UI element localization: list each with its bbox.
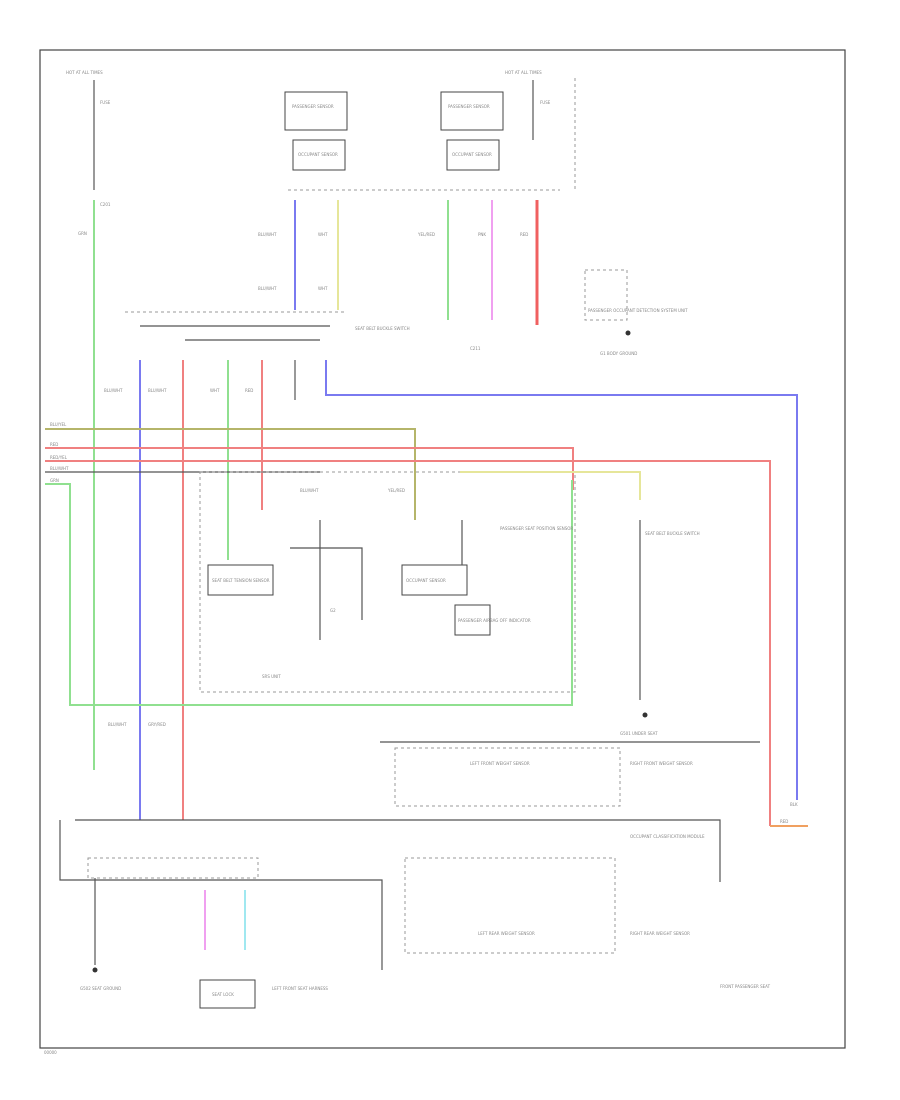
box-seat-unit (199, 979, 256, 1009)
box-tension-sensor (207, 564, 274, 596)
dash-seat-block (87, 857, 259, 879)
wire-mid-h (290, 547, 363, 620)
label-mid-block-right: SEAT BELT BUCKLE SWITCH (645, 531, 700, 536)
ground-lower-right (642, 712, 648, 718)
label-bottom-right: FRONT PASSENGER SEAT (720, 984, 771, 989)
label-fuse-right: FUSE (540, 100, 551, 105)
label-c211: C211 (470, 346, 481, 351)
label-right-block: PASSENGER OCCUPANT DETECTION SYSTEM UNIT (588, 308, 688, 313)
label-wire-blue-terminal: BLK (790, 802, 798, 807)
wire-blue-long (325, 360, 798, 800)
dash-rear-sensors (404, 857, 616, 954)
box-occupant-sensor-mid (401, 564, 468, 596)
label-wire-red-1: RED (520, 232, 528, 237)
label-bus-4: BLU/WHT (50, 466, 69, 471)
wire-yellow-mid (460, 471, 641, 500)
label-lower-ground: G501 UNDER SEAT (620, 731, 658, 736)
box-indicator (454, 604, 491, 636)
bus-wire-1 (45, 428, 416, 520)
label-ground-right: G1 BODY GROUND (600, 351, 637, 356)
label-srs-unit: SRS UNIT (262, 674, 281, 679)
label-wire-yel-2: YEL/RED (387, 488, 405, 493)
label-corner-tag: 00000 (44, 1050, 57, 1055)
label-wire-blu-6: BLU/WHT (108, 722, 127, 727)
label-mid-block: SEAT BELT BUCKLE SWITCH (355, 326, 410, 331)
label-wire-yel-1: YEL/RED (417, 232, 435, 237)
diagram-frame (39, 49, 846, 1049)
label-occupant-module: OCCUPANT CLASSIFICATION MODULE (630, 834, 705, 839)
label-c201: C201 (100, 202, 111, 207)
box-passenger-sensor-b (440, 91, 504, 131)
label-wire-pnk-1: PNK (478, 232, 486, 237)
label-wire-gry: GRY/RED (148, 722, 166, 727)
label-passenger-unit: PASSENGER SEAT POSITION SENSOR (500, 526, 573, 531)
label-wire-blu-1: BLU/WHT (258, 232, 277, 237)
box-occupant-sensor-a (292, 139, 346, 171)
label-wire-grn-left: GRN (78, 231, 87, 236)
label-box-b2: OCCUPANT SENSOR (452, 152, 492, 157)
label-wire-orange: RED (780, 819, 788, 824)
dash-srs-unit (199, 471, 576, 693)
label-seat-ground: G502 SEAT GROUND (80, 986, 121, 991)
label-ground-mid: G2 (330, 608, 336, 613)
bus-wire-2 (45, 447, 574, 490)
ground-seat (92, 967, 98, 973)
box-occupant-sensor-b (446, 139, 500, 171)
label-occ-sensor-mid: OCCUPANT SENSOR (406, 578, 446, 583)
label-box-a1: PASSENGER SENSOR (292, 104, 334, 109)
ground-right-top (625, 330, 631, 336)
label-wire-red-2: RED (245, 388, 253, 393)
label-seat-unit: SEAT LOCK (212, 992, 234, 997)
label-wire-blu-2: BLU/WHT (258, 286, 277, 291)
label-box-b1: PASSENGER SENSOR (448, 104, 490, 109)
label-wire-blu-3: BLU/WHT (104, 388, 123, 393)
wire-lower-left-box (59, 820, 383, 970)
label-bus-3: RED/YEL (50, 455, 68, 460)
wire-main-bus-lower (75, 819, 721, 882)
bus-wire-3 (45, 460, 771, 826)
label-wire-blu-5: BLU/WHT (300, 488, 319, 493)
dash-right-block (584, 269, 628, 321)
label-hot-left: HOT AT ALL TIMES (66, 70, 103, 75)
box-passenger-sensor-a (284, 91, 348, 131)
label-indicator: PASSENGER AIRBAG OFF INDICATOR (458, 618, 531, 623)
label-tension-sensor: SEAT BELT TENSION SENSOR (212, 578, 270, 583)
dash-front-sensors (394, 747, 621, 807)
label-wire-wht-2: WHT (318, 286, 328, 291)
label-left-rear-sensor: LEFT REAR WEIGHT SENSOR (478, 931, 535, 936)
label-lower-harness: LEFT FRONT SEAT HARNESS (272, 986, 328, 991)
bus-wire-5 (45, 480, 573, 706)
label-wire-wht-3: WHT (210, 388, 220, 393)
label-wire-wht-1: WHT (318, 232, 328, 237)
label-fuse-left: FUSE (100, 100, 111, 105)
label-wire-blu-4: BLU/WHT (148, 388, 167, 393)
label-bus-5: GRN (50, 478, 59, 483)
label-bus-1: BLU/YEL (50, 422, 67, 427)
label-box-a2: OCCUPANT SENSOR (298, 152, 338, 157)
label-left-front-sensor: LEFT FRONT WEIGHT SENSOR (470, 761, 530, 766)
label-right-rear-sensor: RIGHT REAR WEIGHT SENSOR (630, 931, 690, 936)
label-hot-right: HOT AT ALL TIMES (505, 70, 542, 75)
label-right-front-sensor: RIGHT FRONT WEIGHT SENSOR (630, 761, 693, 766)
label-bus-2: RED (50, 442, 58, 447)
